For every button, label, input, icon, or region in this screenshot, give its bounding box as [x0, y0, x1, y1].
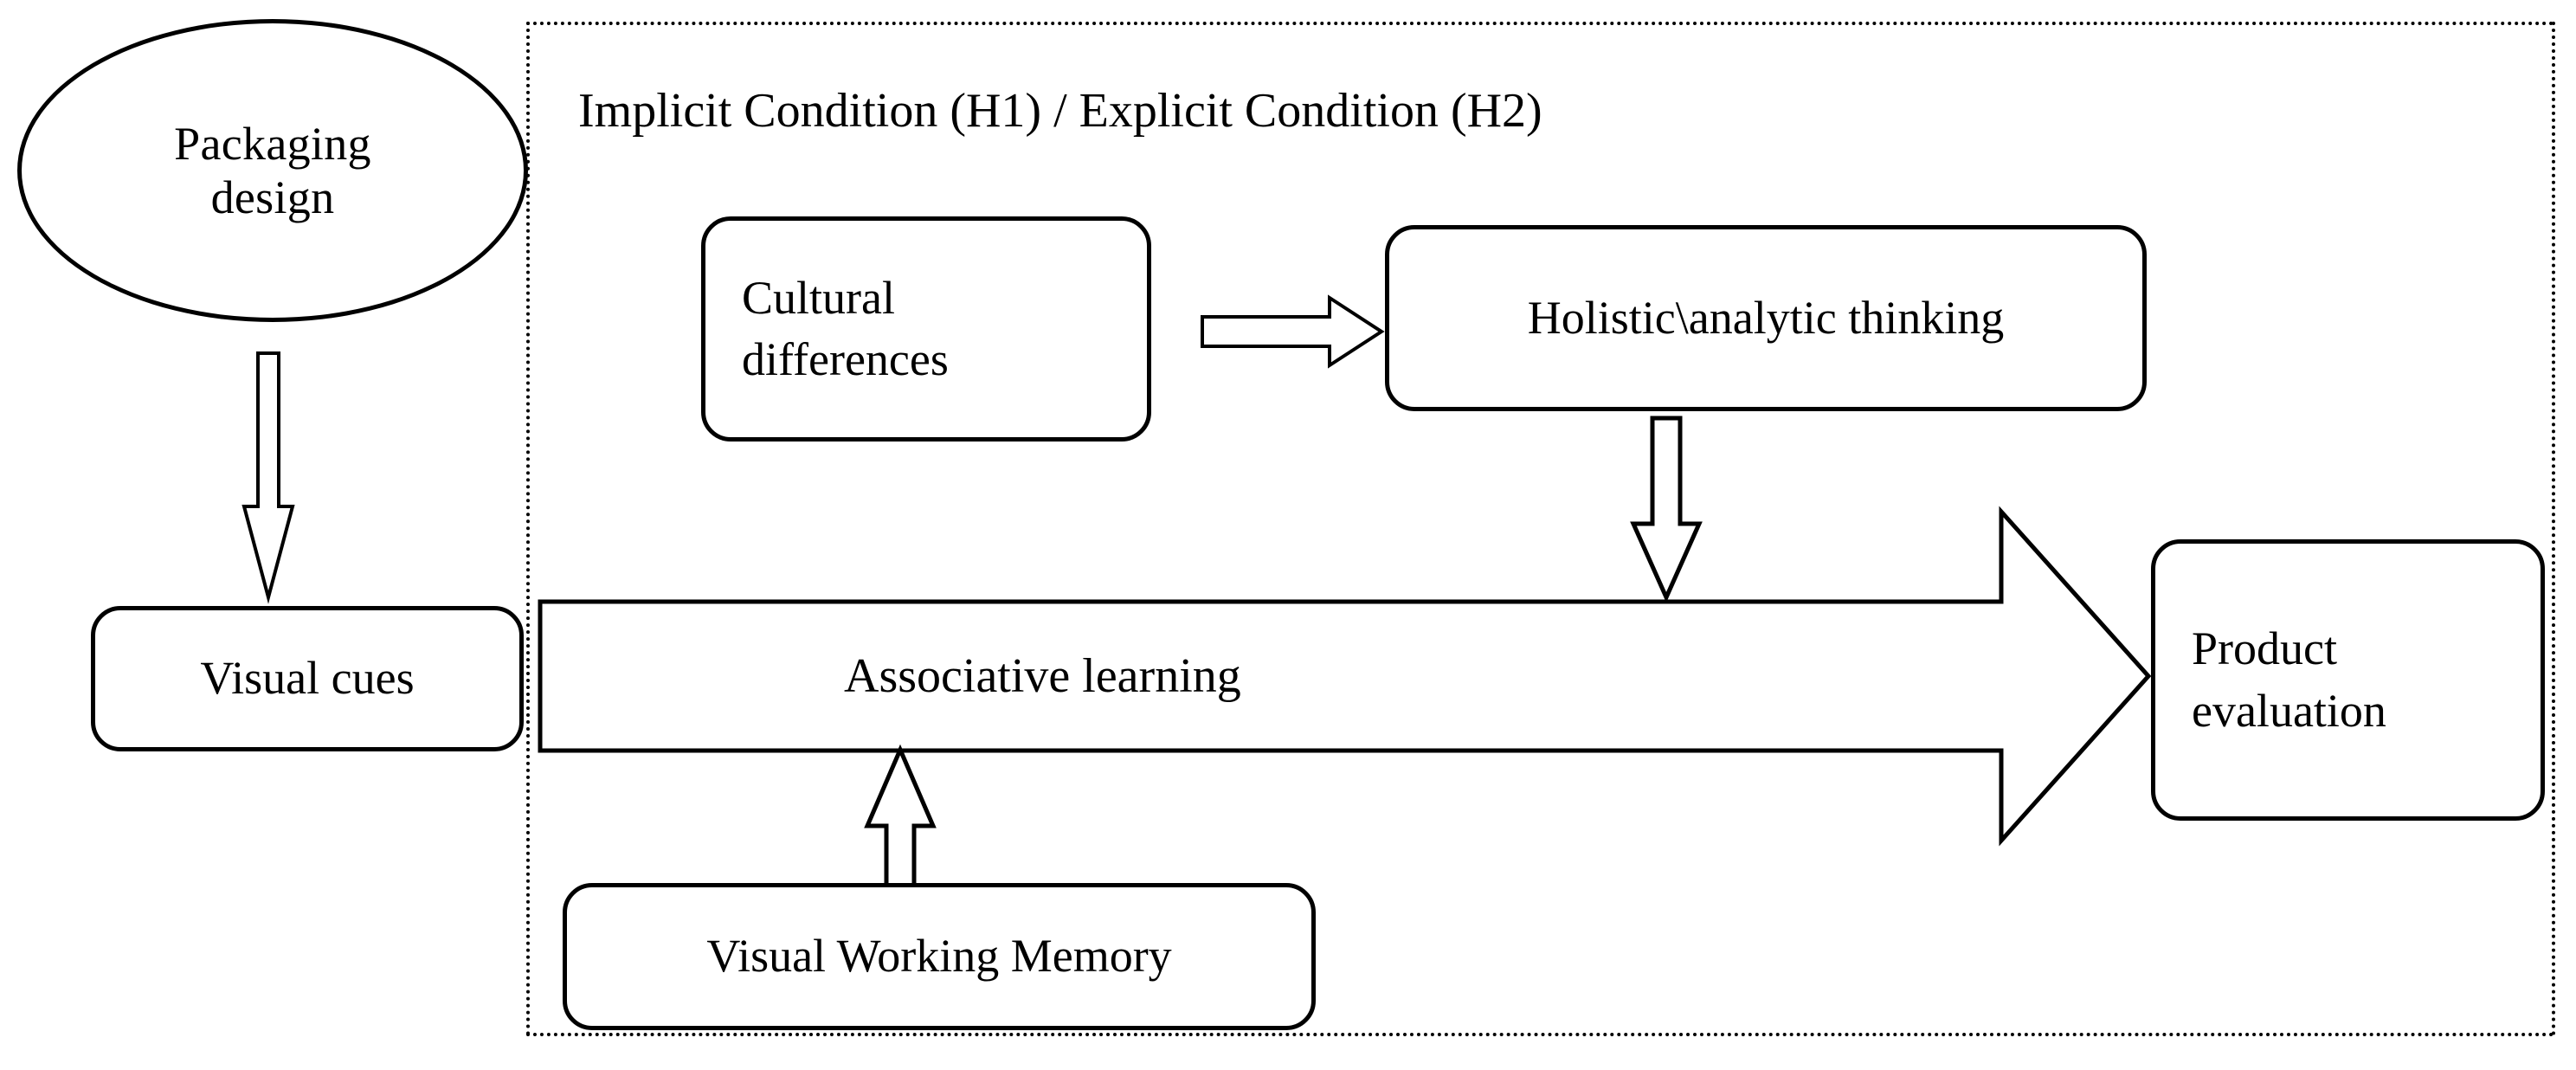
- node-holistic-analytic-thinking-label: Holistic\analytic thinking: [1527, 291, 2005, 344]
- connector-holistic-to-associative: [1630, 416, 1703, 603]
- node-visual-cues: Visual cues: [91, 606, 524, 751]
- node-visual-cues-label: Visual cues: [200, 652, 415, 705]
- up-arrow-icon: [864, 744, 937, 888]
- connector-cultural-to-holistic: [1201, 294, 1385, 369]
- connector-vwm-to-associative: [864, 744, 937, 888]
- node-product-evaluation-label-line2: evaluation: [2192, 684, 2386, 737]
- node-packaging-design-label-line2: design: [210, 171, 335, 223]
- node-packaging-design: Packaging design: [17, 19, 528, 322]
- down-arrow-icon: [242, 351, 295, 604]
- condition-container-title: Implicit Condition (H1) / Explicit Condi…: [578, 84, 1542, 138]
- right-arrow-icon: [1201, 294, 1385, 369]
- node-cultural-differences-label-line1: Cultural: [742, 271, 895, 324]
- node-visual-working-memory-label: Visual Working Memory: [706, 930, 1172, 983]
- node-cultural-differences: Cultural differences: [701, 216, 1151, 442]
- node-product-evaluation: Product evaluation: [2151, 539, 2545, 821]
- condition-container: [526, 22, 2555, 1036]
- node-holistic-analytic-thinking: Holistic\analytic thinking: [1385, 225, 2147, 411]
- down-arrow-icon: [1630, 416, 1703, 603]
- node-associative-learning-label: Associative learning: [844, 649, 1241, 703]
- node-product-evaluation-label-line1: Product: [2192, 622, 2337, 675]
- connector-packaging-to-visual-cues: [242, 351, 295, 604]
- right-block-arrow-icon: [538, 506, 2152, 847]
- node-cultural-differences-label-line2: differences: [742, 333, 949, 385]
- node-visual-working-memory: Visual Working Memory: [563, 883, 1316, 1030]
- node-packaging-design-label-line1: Packaging: [174, 117, 371, 170]
- connector-associative-to-product: [538, 506, 2152, 847]
